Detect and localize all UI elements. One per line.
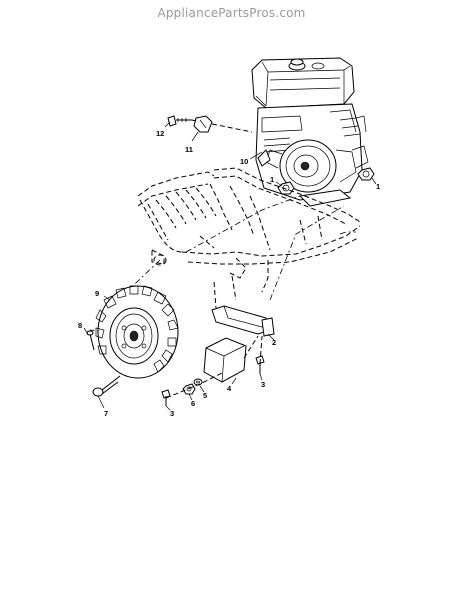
callout-12: 12 [156,129,164,138]
engine-nut-right [357,167,375,181]
hairpin-clip [92,375,121,397]
callout-5: 5 [203,391,207,400]
weight-block [203,337,247,383]
callout-2: 2 [272,338,276,347]
wheel-tire-assembly [95,285,179,379]
watermark-text: AppliancePartsPros.com [157,6,306,20]
callout-4: 4 [227,384,232,393]
callout-3-left: 3 [170,409,174,418]
callout-1-left: 1 [270,175,274,184]
callout-3-right: 3 [261,380,265,389]
callout-10: 10 [240,157,248,166]
callout-11: 11 [185,145,193,154]
tiller-frame-phantom [137,167,361,309]
callout-1-right: 1 [376,182,380,191]
lock-washer [193,378,203,386]
callout-6: 6 [191,399,195,408]
depth-stake-bracket [211,305,275,337]
callout-7: 7 [104,409,108,418]
hex-bolt-right [255,355,265,374]
throttle-bracket [193,115,213,133]
bracket-bolt [167,115,192,127]
callout-8: 8 [78,321,82,330]
engine-assembly [251,57,369,207]
callout-9: 9 [95,289,99,298]
axle-pin [86,330,95,351]
